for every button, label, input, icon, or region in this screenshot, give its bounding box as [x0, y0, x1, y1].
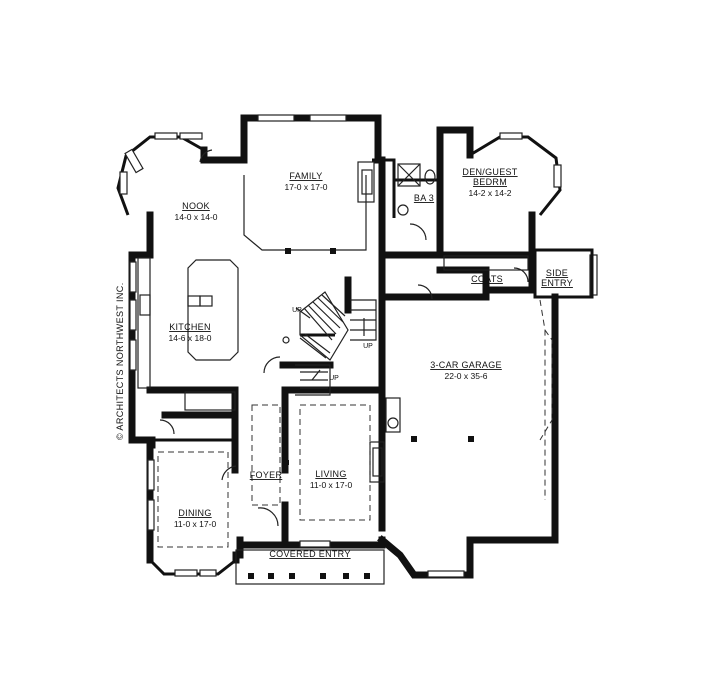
- den-label-line2: BEDRM: [473, 177, 507, 187]
- garage-dims: 22-0 x 35-6: [445, 371, 488, 381]
- garage-label: 3-CAR GARAGE: [430, 360, 502, 370]
- nook-dims: 14-0 x 14-0: [175, 212, 218, 222]
- ba3-label: BA 3: [414, 193, 434, 203]
- stair-arrow-icon: [311, 369, 321, 381]
- sink-icon: [397, 204, 409, 216]
- sink-icon: [187, 295, 201, 307]
- living-dims: 11-0 x 17-0: [310, 480, 353, 490]
- stair-up-label: UP: [363, 343, 373, 350]
- stair-arrow-icon: [295, 307, 311, 319]
- shower-icon: [397, 163, 421, 187]
- coats-label: COATS: [471, 274, 503, 284]
- kitchen-dims: 14-6 x 18-0: [169, 333, 212, 343]
- door-swing-icon: [199, 149, 213, 163]
- interior-walls: [146, 156, 536, 544]
- toilet-icon: [424, 169, 436, 185]
- covered-entry-label: COVERED ENTRY: [269, 549, 350, 559]
- nook-label: NOOK: [182, 201, 210, 211]
- living-label: LIVING: [315, 469, 346, 479]
- kitchen-island: [187, 259, 239, 361]
- side-entry-label-line2: ENTRY: [541, 278, 573, 288]
- covered-entry-columns: [235, 549, 385, 585]
- family-dims: 17-0 x 17-0: [285, 182, 328, 192]
- family-label: FAMILY: [289, 171, 322, 181]
- door-swing-icon: [257, 507, 279, 527]
- door-swing-icon: [221, 465, 237, 481]
- stair-up-label: UP: [292, 307, 302, 314]
- kitchen-label: KITCHEN: [169, 322, 211, 332]
- fireplace-icon: [369, 441, 385, 483]
- stair-up-label: UP: [329, 375, 339, 382]
- door-swing-icon: [263, 356, 281, 374]
- staircase: [282, 291, 377, 396]
- column: [330, 248, 336, 254]
- column: [285, 248, 291, 254]
- door-swing-icon: [159, 419, 175, 435]
- den-dims: 14-2 x 14-2: [469, 188, 512, 198]
- den-label-line1: DEN/GUEST: [462, 167, 517, 177]
- dining-label: DINING: [178, 508, 211, 518]
- foyer-label: FOYER: [250, 470, 283, 480]
- dining-dims: 11-0 x 17-0: [174, 519, 217, 529]
- fireplace-icon: [357, 161, 375, 203]
- door-swing-icon: [513, 267, 529, 283]
- door-swing-icon: [409, 223, 427, 241]
- side-entry-label-line1: SIDE: [546, 268, 568, 278]
- copyright-text: © ARCHITECTS NORTHWEST INC.: [115, 282, 125, 440]
- door-swing-icon: [417, 284, 433, 300]
